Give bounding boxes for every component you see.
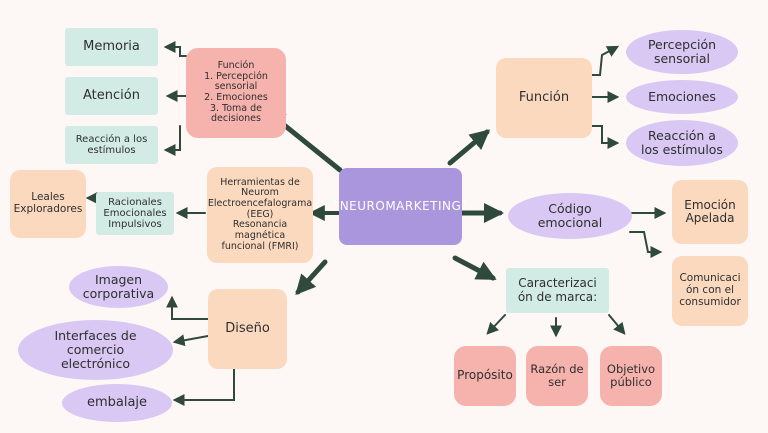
arrow-to-reaccion-right <box>591 125 620 149</box>
memoria-node: Memoria <box>65 28 158 66</box>
tools-node: Herramientas de Neurom Electroencefalogr… <box>207 167 313 263</box>
arrow-to-embalaje <box>172 368 235 406</box>
interfaces-node: Interfaces de comercio electrónico <box>18 320 173 380</box>
reaccion-left-node: Reacción a los estímulos <box>65 126 158 164</box>
arrow-to-comunicacion <box>629 231 663 258</box>
atencion-node: Atención <box>65 77 158 115</box>
loyal-node: Leales Exploradores <box>10 170 86 238</box>
function-box-item-1: 1. Percepción sensorial <box>204 70 268 93</box>
proposito-node: Propósito <box>454 346 516 406</box>
comunicacion-node: Comunicaci ón con el consumidor <box>672 256 748 326</box>
embalaje-node: embalaje <box>62 384 172 422</box>
function-box: Función 1. Percepción sensorial 2. Emoci… <box>186 48 286 138</box>
emocion-node: Emoción Apelada <box>672 180 748 244</box>
arrow-to-percepcion <box>591 45 620 76</box>
function-box-title: Función <box>217 60 255 72</box>
arrow-center-to-caracterizacion <box>452 255 497 281</box>
objetivo-node: Objetivo público <box>600 346 662 406</box>
emociones-node: Emociones <box>626 80 738 114</box>
function-box-item-2: 2. Emociones <box>204 92 268 103</box>
arrow-center-to-diseno <box>295 259 328 295</box>
arrow-to-interfaces <box>172 334 209 347</box>
percepcion-node: Percepción sensorial <box>626 30 738 74</box>
types-node: Racionales Emocionales Impulsivos <box>96 192 174 235</box>
diseno-node: Diseño <box>208 289 287 369</box>
arrow-to-reaccion-left <box>163 125 181 156</box>
arrow-to-objetivo <box>608 314 626 335</box>
arrow-center-to-funcion-right <box>447 129 491 166</box>
arrow-to-memoria <box>163 41 187 57</box>
imagen-node: Imagen corporativa <box>69 266 168 308</box>
function-box-item-3: 3. Toma de decisiones <box>209 102 263 125</box>
arrow-to-proposito <box>486 314 506 335</box>
caracterizacion-node: Caracterizaci ón de marca: <box>506 268 609 313</box>
funcion-right-node: Función <box>496 58 592 138</box>
codigo-node: Código emocional <box>508 193 632 239</box>
reaccion-right-node: Reacción a los estímulos <box>626 120 738 166</box>
center-node-neuromarketing: "NEUROMARKETING" <box>334 168 467 245</box>
arrow-to-imagen <box>166 295 209 320</box>
razon-node: Razón de ser <box>526 346 588 406</box>
